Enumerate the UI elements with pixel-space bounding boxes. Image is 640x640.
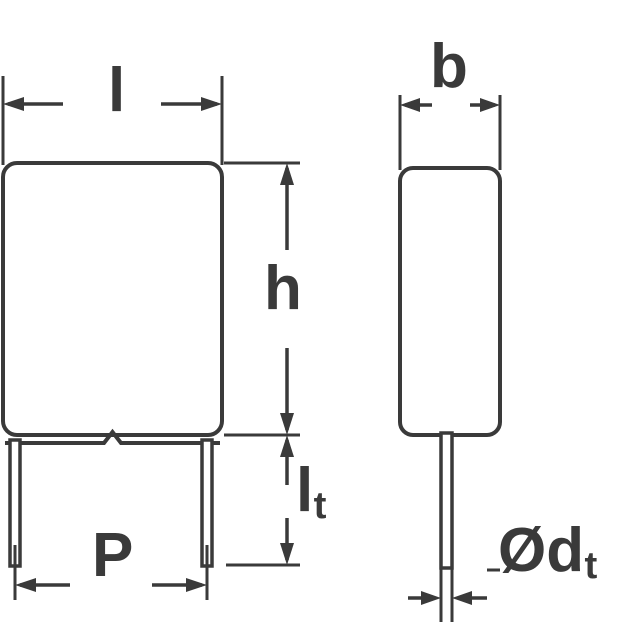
side-view-lead (439, 431, 454, 570)
dimension-lt-arrowhead-top (280, 435, 294, 457)
dimension-h-arrowhead-top (280, 163, 294, 185)
dimension-lt-arrowhead-bottom (280, 543, 294, 565)
dimension-P-arrowhead-left (15, 578, 36, 592)
dimension-h-arrowhead-bottom (280, 413, 294, 435)
side-view-group (398, 166, 502, 570)
dimension-dt (408, 563, 500, 622)
side-view-body (398, 166, 502, 437)
dimension-label-lt-base: l (296, 456, 314, 525)
dimension-label-lt: lt (296, 460, 326, 525)
front-view-group (1, 161, 224, 568)
front-view-body (1, 161, 224, 437)
dimension-b-arrowhead-left (400, 98, 420, 112)
dimension-label-P: P (92, 521, 134, 590)
dimension-label-h: h (264, 254, 302, 323)
dimension-P-arrowhead-right (186, 578, 207, 592)
dimension-P (13, 545, 209, 600)
dimension-label-l: l (108, 56, 126, 125)
dimension-l (1, 76, 224, 165)
dimension-label-dt-base: Ød (498, 516, 585, 585)
dimension-label-dt: Ødt (498, 520, 597, 585)
dimension-label-b: b (430, 32, 468, 101)
dimension-l-arrowhead-right (201, 97, 222, 111)
dimension-l-arrowhead-left (3, 97, 24, 111)
front-view-bottom-seal (5, 428, 220, 445)
dimension-dt-arrowhead-right (452, 591, 472, 605)
dimension-b-arrowhead-right (480, 98, 500, 112)
dimension-label-dt-subscript: t (584, 543, 598, 587)
dimension-dt-arrowhead-left (421, 591, 441, 605)
dimension-label-lt-subscript: t (313, 483, 327, 527)
dimension-lt (224, 433, 300, 567)
dimension-b (398, 95, 502, 170)
